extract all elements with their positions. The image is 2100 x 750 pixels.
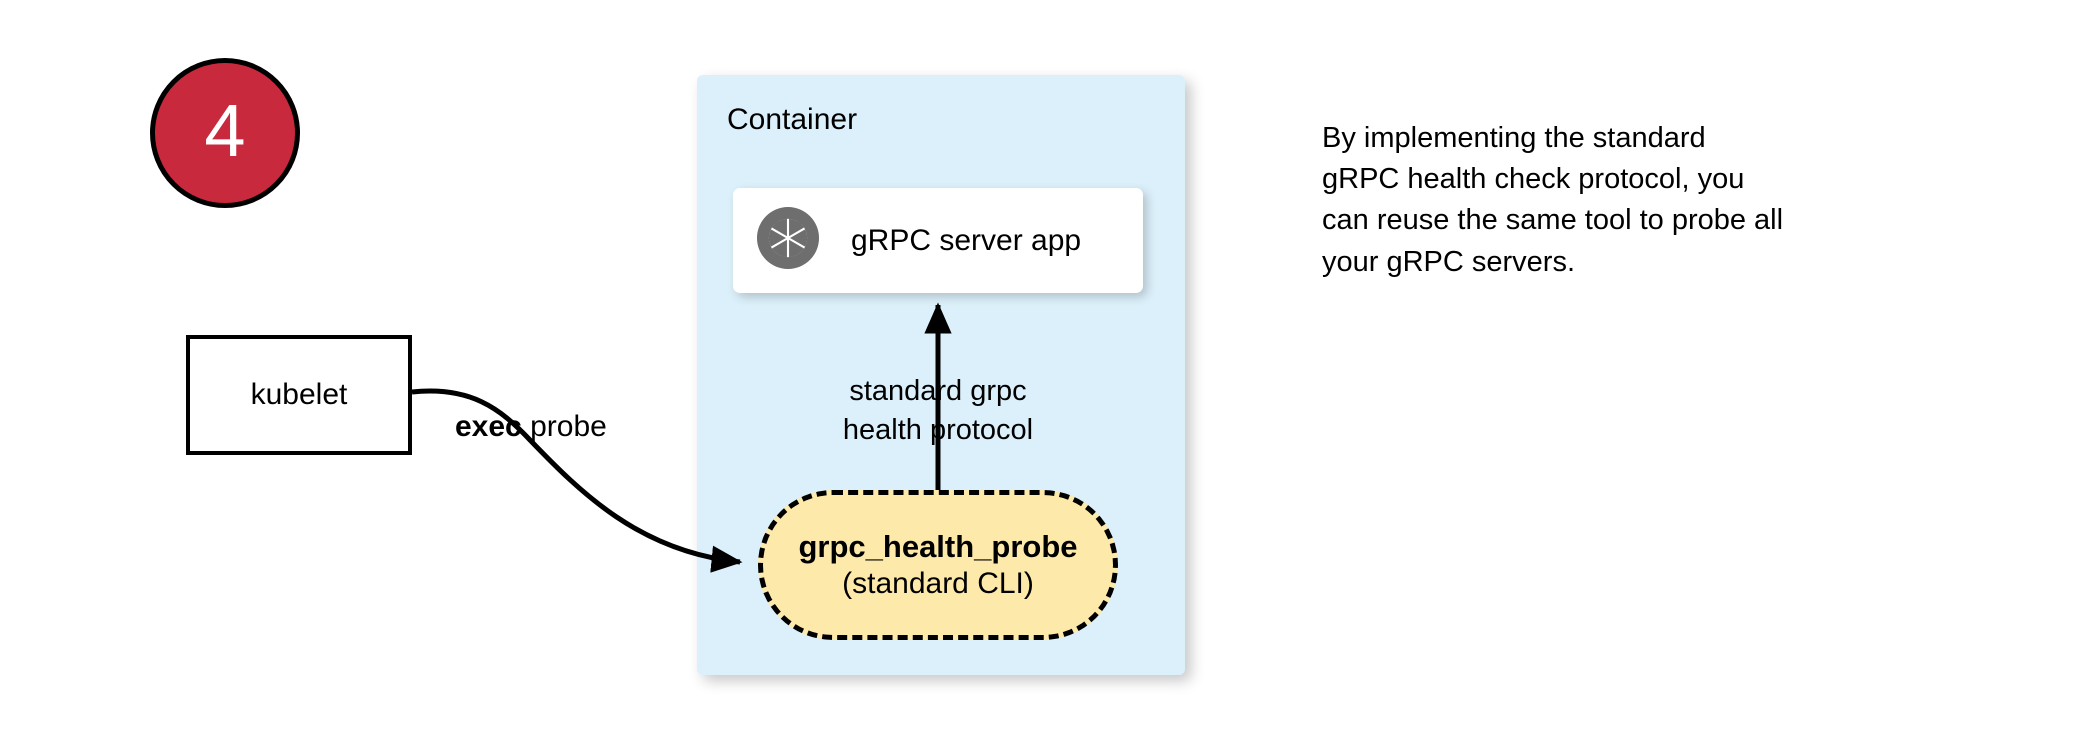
explanation-caption: By implementing the standard gRPC health… — [1322, 118, 1922, 283]
grpc-health-probe-title: grpc_health_probe — [798, 529, 1078, 565]
exec-probe-label-rest: probe — [521, 410, 607, 443]
caption-line-3: can reuse the same tool to probe all — [1322, 204, 1784, 237]
grpc-health-probe-subtitle: (standard CLI) — [842, 566, 1034, 600]
grpc-server-app-card: gRPC server app — [733, 188, 1143, 293]
caption-line-2: gRPC health check protocol, you — [1322, 163, 1745, 196]
protocol-edge-label-line1: standard grpc — [849, 375, 1027, 407]
grpc-server-app-label: gRPC server app — [851, 223, 1082, 257]
protocol-edge-label-line2: health protocol — [842, 413, 1034, 446]
step-number-badge: 4 — [150, 58, 300, 208]
kubelet-box: kubelet — [186, 335, 412, 455]
grpc-aperture-icon — [755, 205, 821, 276]
exec-probe-edge-label: exec probe — [455, 410, 607, 444]
caption-line-1: By implementing the standard — [1322, 122, 1706, 154]
kubelet-label: kubelet — [250, 378, 348, 411]
exec-probe-label-strong: exec — [455, 410, 522, 443]
container-label: Container — [727, 103, 858, 136]
step-number-label: 4 — [204, 89, 246, 172]
protocol-edge-label: standard grpc health protocol — [808, 372, 1068, 449]
grpc-health-probe-box: grpc_health_probe (standard CLI) — [758, 490, 1118, 640]
caption-line-4: your gRPC servers. — [1322, 245, 1576, 278]
